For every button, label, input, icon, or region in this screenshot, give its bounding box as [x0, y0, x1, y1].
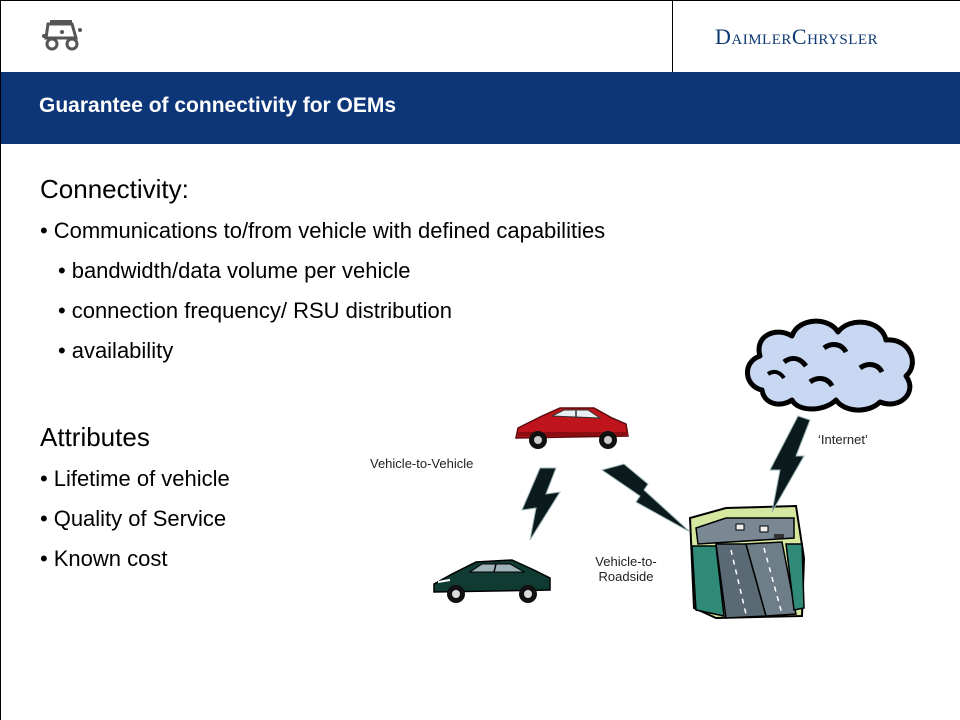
bullet-dot-icon: • — [40, 466, 48, 491]
bullet-dot-icon: • — [58, 298, 66, 323]
v2v-lightning-bolt-icon — [521, 467, 561, 541]
v2r-lightning-bolt-icon — [600, 463, 691, 533]
vehicle-logo-icon — [42, 20, 82, 51]
attributes-bullet: •Known cost — [40, 546, 168, 571]
dark-car-icon — [433, 559, 551, 603]
roadside-highway-icon — [688, 504, 806, 620]
connectivity-heading: Connectivity: — [40, 174, 189, 204]
vehicle-to-vehicle-label: Vehicle-to-Vehicle — [370, 456, 474, 471]
connectivity-sub-bullet: •availability — [58, 338, 174, 363]
brand-logo-text: DAIMLERCHRYSLER — [715, 24, 879, 49]
bullet-dot-icon: • — [58, 338, 66, 363]
bullet-dot-icon: • — [40, 218, 48, 243]
frame-top — [0, 0, 960, 1]
connectivity-main-bullet: •Communications to/from vehicle with def… — [40, 218, 606, 243]
attributes-bullet: •Quality of Service — [40, 506, 227, 531]
page-title: Guarantee of connectivity for OEMs — [39, 94, 397, 117]
bullet-dot-icon: • — [40, 506, 48, 531]
bullet-dot-icon: • — [58, 258, 66, 283]
connectivity-sub-bullet: •connection frequency/ RSU distribution — [58, 298, 453, 323]
internet-lightning-bolt-icon — [769, 415, 811, 513]
internet-cloud-icon — [745, 318, 915, 413]
title-bar: Guarantee of connectivity for OEMs — [1, 72, 960, 144]
attributes-bullet: •Lifetime of vehicle — [40, 466, 230, 491]
attributes-heading: Attributes — [40, 422, 150, 452]
header-divider — [672, 0, 673, 72]
connectivity-sub-bullet: •bandwidth/data volume per vehicle — [58, 258, 411, 283]
internet-label: ‘Internet’ — [818, 432, 868, 447]
vehicle-to-roadside-label: Vehicle-to- Roadside — [595, 554, 657, 584]
red-car-icon — [515, 407, 629, 449]
frame-left — [0, 0, 1, 720]
bullet-dot-icon: • — [40, 546, 48, 571]
